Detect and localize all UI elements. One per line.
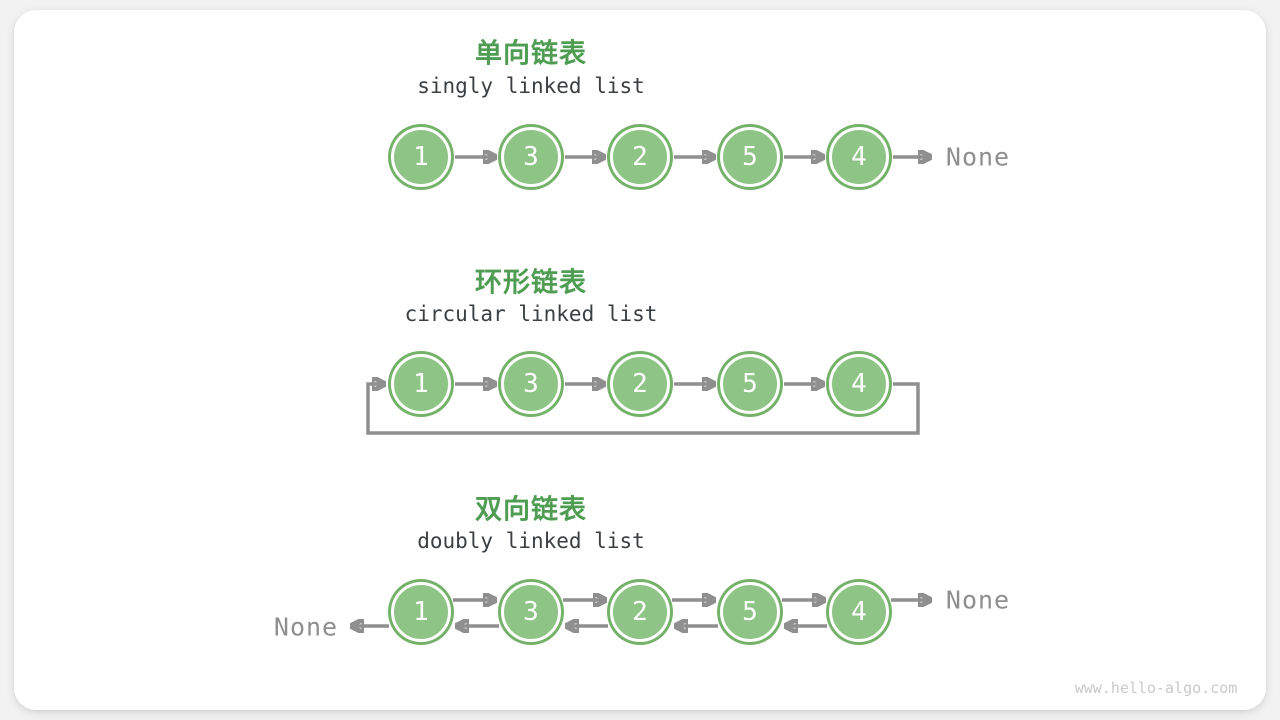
list-node: 4: [829, 354, 889, 414]
list-node: 2: [610, 582, 670, 642]
doubly-subtitle: doubly linked list: [417, 529, 645, 553]
watermark: www.hello-algo.com: [1074, 679, 1238, 697]
list-node: 5: [720, 582, 780, 642]
list-node: 5: [720, 127, 780, 187]
doubly-arrows: [352, 600, 930, 626]
doubly-title: 双向链表: [475, 494, 587, 526]
list-node: 2: [610, 354, 670, 414]
list-node: 1: [391, 354, 451, 414]
list-node: 2: [610, 127, 670, 187]
list-node: 3: [501, 127, 561, 187]
singly-tail-none-label: None: [945, 142, 1011, 172]
circular-title: 环形链表: [475, 267, 587, 299]
loop-back-arrow: [366, 384, 920, 435]
circular-subtitle: circular linked list: [404, 302, 658, 326]
list-node: 4: [829, 127, 889, 187]
circular-arrows: [366, 384, 920, 435]
list-node: 3: [501, 582, 561, 642]
list-node: 1: [391, 582, 451, 642]
list-node: 1: [391, 127, 451, 187]
singly-subtitle: singly linked list: [417, 74, 645, 98]
doubly-head-none-label: None: [273, 612, 339, 642]
singly-title: 单向链表: [475, 38, 587, 70]
list-node: 4: [829, 582, 889, 642]
list-node: 3: [501, 354, 561, 414]
doubly-tail-none-label: None: [945, 585, 1011, 615]
list-node: 5: [720, 354, 780, 414]
